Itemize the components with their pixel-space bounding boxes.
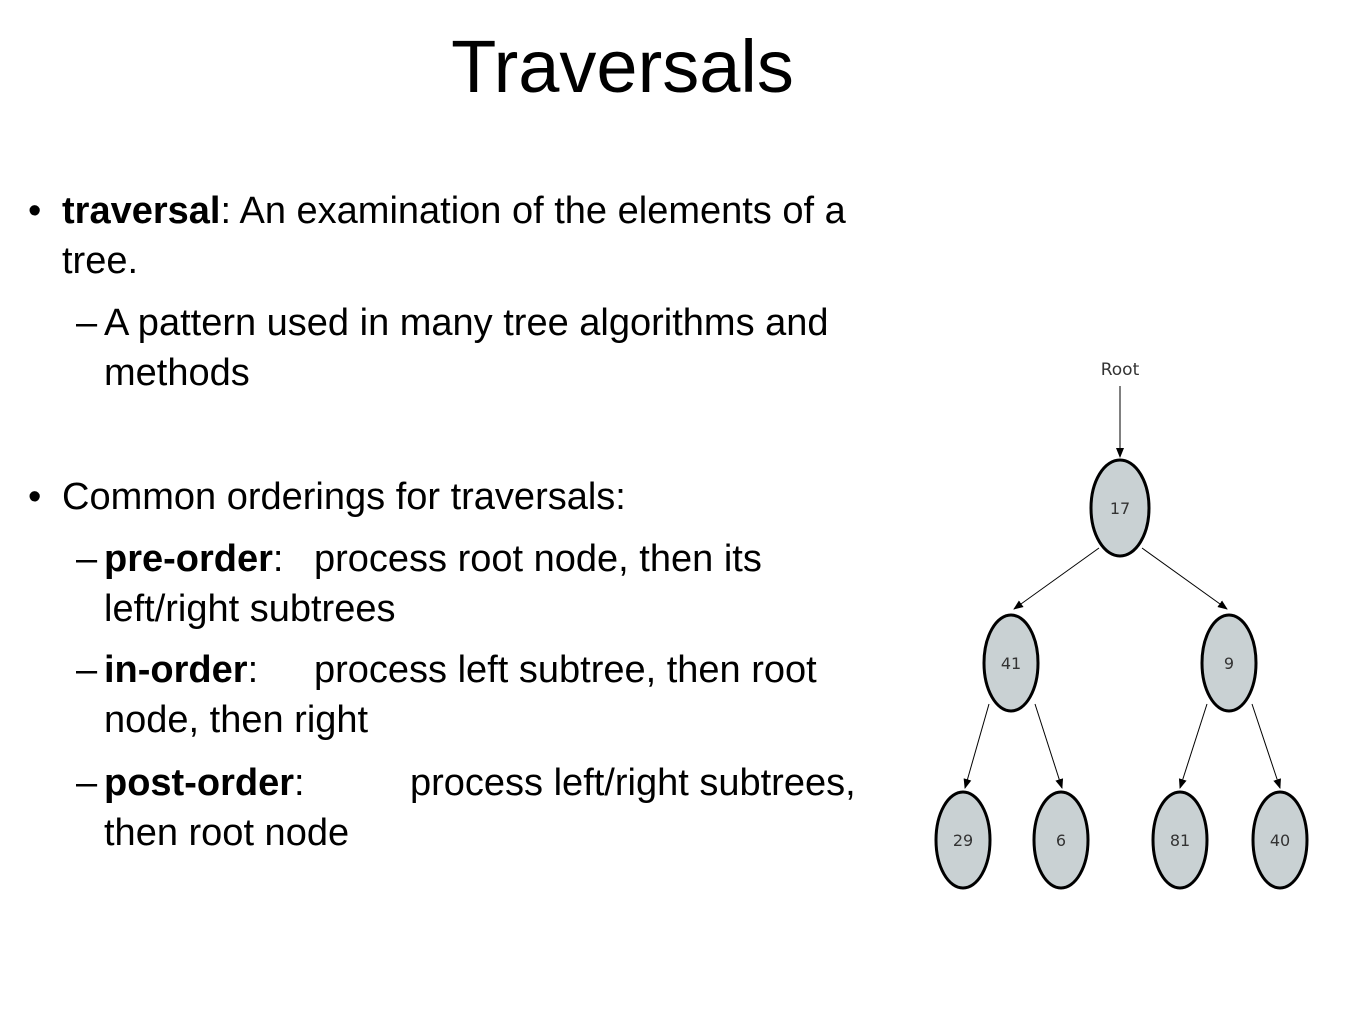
node-value: 17 [1110,499,1130,518]
sub-bullet-dash: – [76,762,98,804]
term-in-order: in-order [104,649,248,691]
post-order-colon: : [294,762,305,804]
sub-bullet-pattern: A pattern used in many tree algorithms a… [104,302,829,344]
sub-bullet-dash: – [76,649,98,691]
sub-bullet-dash: – [76,538,98,580]
edge-41-6 [1034,703,1064,789]
in-order-colon: : [247,649,259,691]
bullet-marker: • [28,190,42,232]
edge-17-41 [1013,547,1100,610]
sub-bullet-dash: – [76,302,98,344]
bullet-traversal-definition: traversal: An examination of the element… [62,186,846,236]
pre-order-cont: left/right subtrees [104,588,396,630]
node-value: 41 [1001,654,1021,673]
edge-41-29 [963,703,990,789]
term-traversal: traversal [62,190,221,232]
post-order-cont: then root node [104,812,350,854]
term-pre-order: pre-order [104,538,273,580]
node-value: 9 [1224,654,1234,673]
edge-9-40 [1251,703,1281,789]
edge-9-81 [1178,703,1208,789]
sub-bullet-post-order: post-order: [104,758,305,808]
traversal-definition-cont: tree. [62,240,139,282]
tree-node-29: 29 [934,790,992,890]
pre-order-text: process root node, then its [314,538,762,580]
post-order-text: process left/right subtrees, [410,762,856,804]
tree-node-40: 40 [1251,790,1309,890]
tree-node-9: 9 [1200,613,1258,713]
tree-node-6: 6 [1032,790,1090,890]
tree-node-41: 41 [982,613,1040,713]
sub-bullet-pattern-cont: methods [104,352,250,394]
node-value: 81 [1170,831,1190,850]
tree-node-81: 81 [1151,790,1209,890]
sub-bullet-in-order: in-order: [104,645,258,695]
tree-node-17: 17 [1089,458,1151,558]
node-value: 29 [953,831,973,850]
pre-order-colon: : [272,538,284,580]
root-label: Root [1101,360,1140,380]
bullet-marker: • [28,476,42,518]
slide-title: Traversals [451,25,794,108]
bullet-common-orderings: Common orderings for traversals: [62,476,626,518]
traversal-definition-text: : An examination of the elements of a [220,190,846,232]
edge-17-9 [1141,547,1228,610]
sub-bullet-pre-order: pre-order: [104,534,283,584]
in-order-cont: node, then right [104,699,369,741]
node-value: 6 [1056,831,1066,850]
in-order-text: process left subtree, then root [314,649,817,691]
node-value: 40 [1270,831,1290,850]
term-post-order: post-order [104,762,294,804]
